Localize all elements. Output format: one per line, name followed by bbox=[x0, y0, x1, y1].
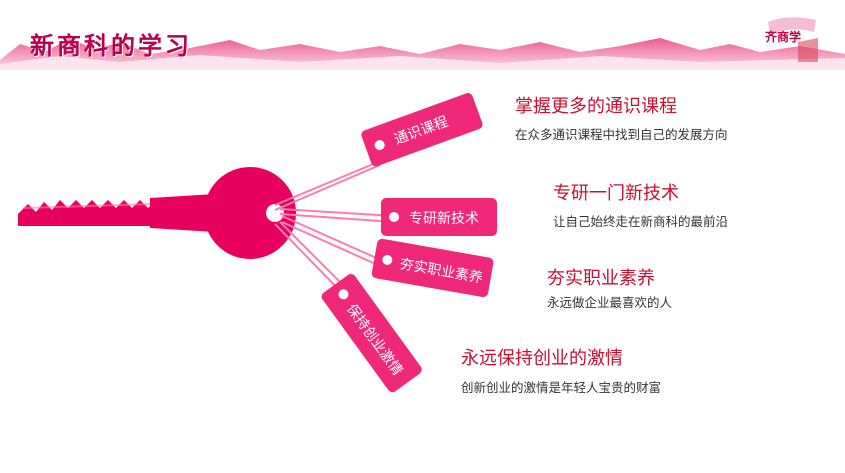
school-logo-icon bbox=[768, 17, 818, 62]
point-desc-3: 永远做企业最喜欢的人 bbox=[547, 295, 673, 310]
tag-strings bbox=[274, 161, 395, 297]
point-desc-2: 让自己始终走在新商科的最前沿 bbox=[553, 214, 729, 229]
mountain-banner-graphic bbox=[0, 38, 845, 70]
point-heading-3: 夯实职业素养 bbox=[547, 268, 655, 289]
key-tag-4: 保持创业激情 bbox=[321, 273, 422, 393]
logo-text: 齐商学 bbox=[765, 30, 802, 44]
point-heading-1: 掌握更多的通识课程 bbox=[515, 96, 677, 117]
key-head bbox=[204, 167, 296, 259]
key-tag-1: 通识课程 bbox=[361, 93, 483, 167]
key-tag-label-2: 专研新技术 bbox=[409, 211, 479, 227]
point-desc-1: 在众多通识课程中找到自己的发展方向 bbox=[515, 127, 728, 142]
point-heading-2: 专研一门新技术 bbox=[553, 183, 679, 204]
key-shaft bbox=[18, 194, 215, 232]
key-tag-3: 夯实职业素养 bbox=[371, 238, 494, 298]
key-tag-2: 专研新技术 bbox=[381, 198, 497, 236]
header-banner: 新商科的学习 齐商学 bbox=[0, 0, 845, 70]
page-title: 新商科的学习 bbox=[30, 31, 192, 60]
point-heading-4: 永远保持创业的激情 bbox=[461, 348, 623, 369]
point-desc-4: 创新创业的激情是年轻人宝贵的财富 bbox=[461, 380, 662, 395]
